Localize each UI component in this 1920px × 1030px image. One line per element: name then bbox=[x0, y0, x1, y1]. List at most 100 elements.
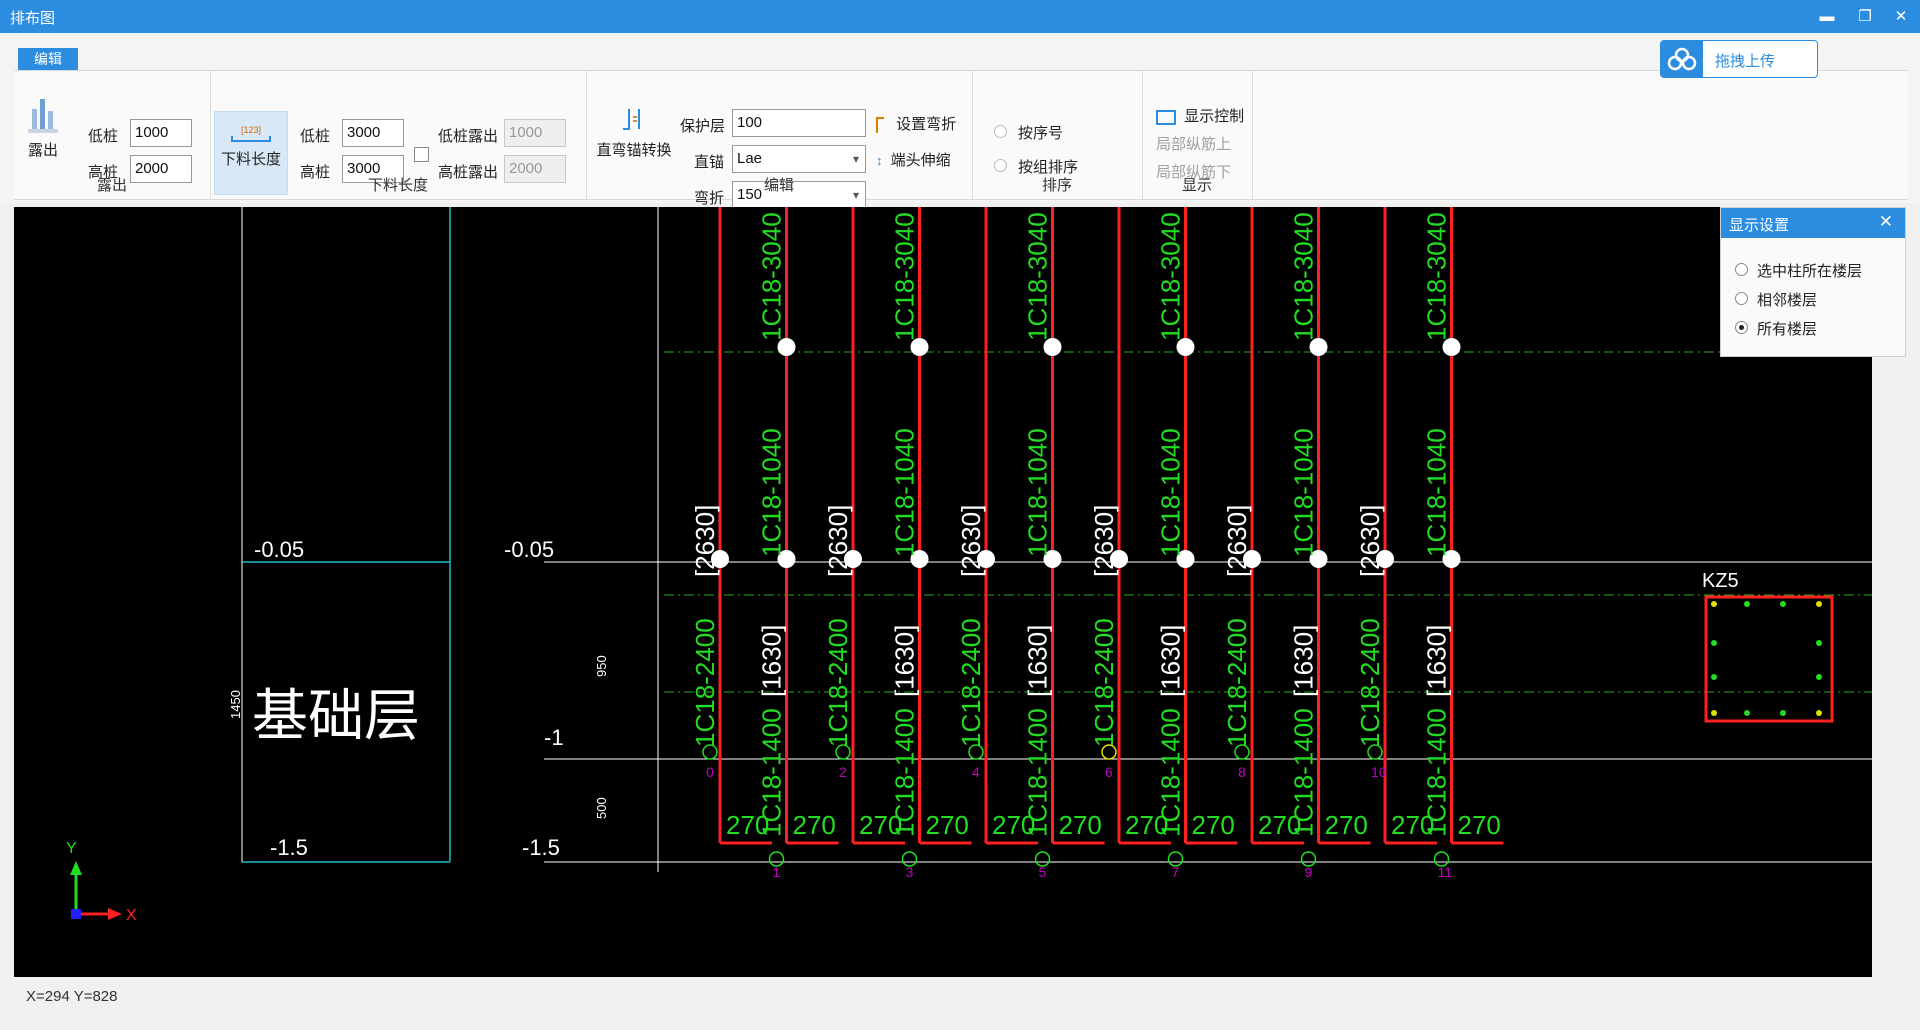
group-cut-length: [123] 下料长度 低桩 3000 高桩 3000 低桩露出 1000 高桩露… bbox=[210, 71, 587, 199]
panel-header: 显示设置 ✕ bbox=[1721, 208, 1905, 238]
section-bars bbox=[1711, 601, 1822, 716]
cut-length-button[interactable]: [123] 下料长度 bbox=[214, 111, 288, 195]
bar-marker bbox=[1167, 851, 1184, 867]
low-expose-input[interactable]: 1000 bbox=[504, 119, 566, 147]
layer-label: 基础层 bbox=[252, 684, 420, 749]
bend-icon bbox=[876, 117, 884, 134]
radio-all-floors[interactable] bbox=[1735, 321, 1748, 334]
section-bar-dot bbox=[1816, 601, 1822, 607]
exposure-low-label: 低桩 bbox=[88, 128, 119, 145]
anchor-convert-button[interactable]: 直弯锚转换 bbox=[594, 107, 674, 167]
long-bar-bracket: [2630] bbox=[690, 505, 720, 577]
cut-high-label: 高桩 bbox=[300, 164, 331, 181]
mid-bar-label: 1C18-1040 bbox=[757, 428, 787, 557]
window-title: 排布图 bbox=[10, 10, 56, 27]
foot-label: 270 bbox=[1125, 810, 1168, 840]
joint-dot bbox=[1309, 550, 1328, 568]
joint-dot bbox=[910, 550, 929, 568]
bar-number: 7 bbox=[1172, 864, 1180, 880]
group-title-exposure: 露出 bbox=[96, 177, 127, 194]
elev-bottom-right: -1.5 bbox=[522, 835, 560, 860]
foundation-layer-box bbox=[241, 207, 451, 863]
cover-label: 保护层 bbox=[680, 118, 726, 135]
panel-title: 显示设置 bbox=[1729, 217, 1790, 234]
drawing-canvas[interactable]: -0.05 -1.5 基础层 1450 -0.05 -1 -1.5 950 50… bbox=[14, 207, 1872, 977]
local-bottom-button[interactable]: 局部纵筋下 bbox=[1156, 164, 1232, 181]
short-bar-label: 1C18-1400 bbox=[1156, 708, 1186, 837]
exposure-high-label: 高桩 bbox=[88, 164, 119, 181]
elev-bottom-left: -1.5 bbox=[270, 835, 308, 860]
local-top-button[interactable]: 局部纵筋上 bbox=[1156, 136, 1232, 153]
short-bar-bracket: [1630] bbox=[1289, 625, 1319, 697]
joint-dot bbox=[1376, 550, 1394, 568]
rebar-layout-drawing[interactable]: -0.05 -1.5 基础层 1450 -0.05 -1 -1.5 950 50… bbox=[14, 207, 1872, 977]
radio-adjacent-floor[interactable] bbox=[1735, 292, 1748, 305]
joint-dot bbox=[844, 550, 862, 568]
end-extend-button[interactable]: ↕ 端头伸缩 bbox=[876, 152, 951, 169]
bar-marker bbox=[968, 744, 984, 760]
bar-number: 5 bbox=[1039, 864, 1047, 880]
mid-bar-label: 1C18-1040 bbox=[890, 428, 920, 557]
joint-dot bbox=[1043, 550, 1062, 568]
exposure-button-label: 露出 bbox=[27, 142, 58, 159]
panel-close-icon[interactable]: ✕ bbox=[1878, 212, 1893, 231]
elev-top-right: -0.05 bbox=[504, 537, 554, 562]
bar-number: 6 bbox=[1105, 764, 1113, 780]
group-title-display: 显示 bbox=[1181, 177, 1212, 194]
bar-number: 0 bbox=[706, 764, 714, 780]
straight-anchor-label: 直锚 bbox=[694, 154, 725, 171]
short-bar-label: 1C18-1400 bbox=[757, 708, 787, 837]
high-expose-input[interactable]: 2000 bbox=[504, 155, 566, 183]
section-bar-dot bbox=[1711, 710, 1717, 716]
expose-checkbox[interactable] bbox=[414, 147, 429, 162]
section-bar-dot bbox=[1780, 601, 1786, 607]
joint-dot bbox=[1243, 550, 1261, 568]
exposure-high-input[interactable]: 2000 bbox=[130, 155, 192, 183]
cut-high-input[interactable]: 3000 bbox=[342, 155, 404, 183]
cut-low-input[interactable]: 3000 bbox=[342, 119, 404, 147]
group-edit: 直弯锚转换 保护层 100 直锚 Lae 弯折 150 设置弯折 ↕ 端头伸缩 … bbox=[586, 71, 973, 209]
low-expose-label: 低桩露出 bbox=[438, 128, 499, 145]
group-title-cut-length: 下料长度 bbox=[367, 177, 428, 194]
bar-marker bbox=[1034, 851, 1051, 867]
cut-low-label: 低桩 bbox=[300, 128, 331, 145]
foot-label: 270 bbox=[1458, 810, 1501, 840]
straight-anchor-select[interactable]: Lae bbox=[732, 145, 866, 173]
column-section[interactable] bbox=[1704, 595, 1834, 723]
bar-marker bbox=[1433, 851, 1450, 867]
exposure-button[interactable]: 露出 bbox=[24, 97, 62, 159]
foot-label: 270 bbox=[992, 810, 1035, 840]
short-bar-label: 1C18-1400 bbox=[1422, 708, 1452, 837]
mid-bar-label: 1C18-1040 bbox=[1156, 428, 1186, 557]
bar-marker bbox=[1300, 851, 1317, 867]
section-bar-dot bbox=[1780, 710, 1786, 716]
section-bar-dot bbox=[1816, 710, 1822, 716]
bend-select[interactable]: 150 bbox=[732, 181, 866, 209]
upload-button[interactable]: 拖拽上传 bbox=[1660, 40, 1818, 78]
ribbon-body: 露出 低桩 1000 高桩 2000 露出 [123] 下料长度 低桩 30 bbox=[14, 70, 1908, 209]
cut-length-button-label: 下料长度 bbox=[220, 151, 281, 168]
radio-selected-floor[interactable] bbox=[1735, 263, 1748, 276]
long-bar-label: 1C18-2400 bbox=[690, 618, 720, 747]
close-button[interactable]: ✕ bbox=[1894, 8, 1908, 25]
sort-by-number-label: 按序号 bbox=[1018, 125, 1064, 142]
bar-number: 2 bbox=[839, 764, 847, 780]
dimension-lines bbox=[544, 207, 1872, 872]
section-bar-dot bbox=[1711, 674, 1717, 680]
minimize-button[interactable]: ▬ bbox=[1819, 8, 1835, 25]
long-bar-label: 1C18-2400 bbox=[956, 618, 986, 747]
long-bar-label: 1C18-2400 bbox=[1355, 618, 1385, 747]
exposure-low-input[interactable]: 1000 bbox=[130, 119, 192, 147]
set-bend-button[interactable]: 设置弯折 bbox=[876, 113, 956, 137]
display-control-button[interactable]: 显示控制 bbox=[1156, 105, 1244, 126]
tab-edit[interactable]: 编辑 bbox=[18, 48, 78, 70]
group-exposure: 露出 低桩 1000 高桩 2000 露出 bbox=[14, 71, 211, 199]
upper-bar-label: 1C18-3040 bbox=[1289, 212, 1319, 341]
cover-input[interactable]: 100 bbox=[732, 109, 866, 137]
sort-by-number-radio[interactable] bbox=[994, 125, 1007, 138]
sort-by-group-radio[interactable] bbox=[994, 159, 1007, 172]
bar-number: 4 bbox=[972, 764, 980, 780]
short-bar-label: 1C18-1400 bbox=[890, 708, 920, 837]
restore-button[interactable]: ❐ bbox=[1858, 8, 1872, 25]
